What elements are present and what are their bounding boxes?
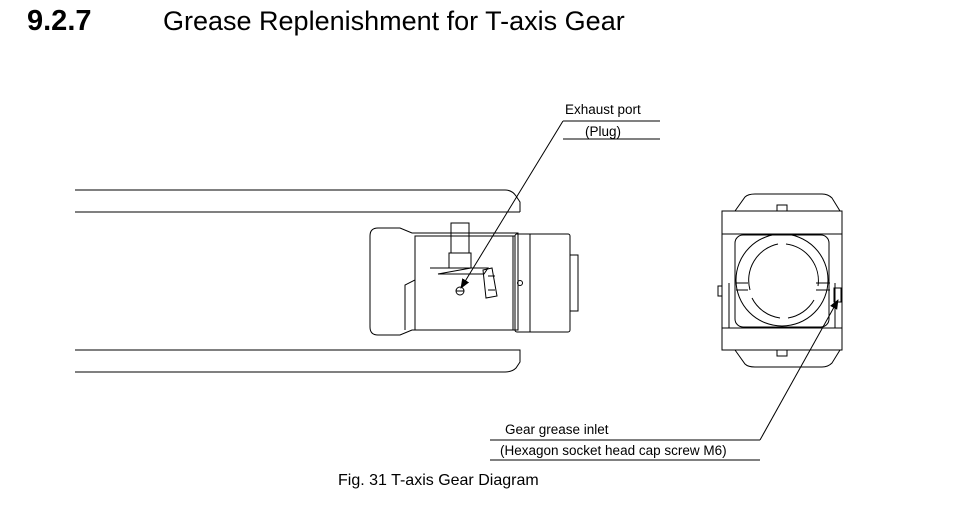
section-number: 9.2.7 — [27, 5, 92, 37]
grease-inlet-label: Gear grease inlet — [505, 422, 609, 437]
side-view — [75, 189, 579, 373]
exhaust-port-leader — [460, 120, 660, 289]
exhaust-port-sub: (Plug) — [585, 124, 622, 139]
exhaust-port-label: Exhaust port — [565, 102, 641, 117]
grease-inlet-leader — [490, 299, 839, 461]
section-title: Grease Replenishment for T-axis Gear — [163, 6, 625, 36]
end-view — [717, 193, 843, 368]
figure-caption: Fig. 31 T-axis Gear Diagram — [338, 472, 539, 489]
grease-inlet-sub: (Hexagon socket head cap screw M6) — [500, 443, 727, 458]
